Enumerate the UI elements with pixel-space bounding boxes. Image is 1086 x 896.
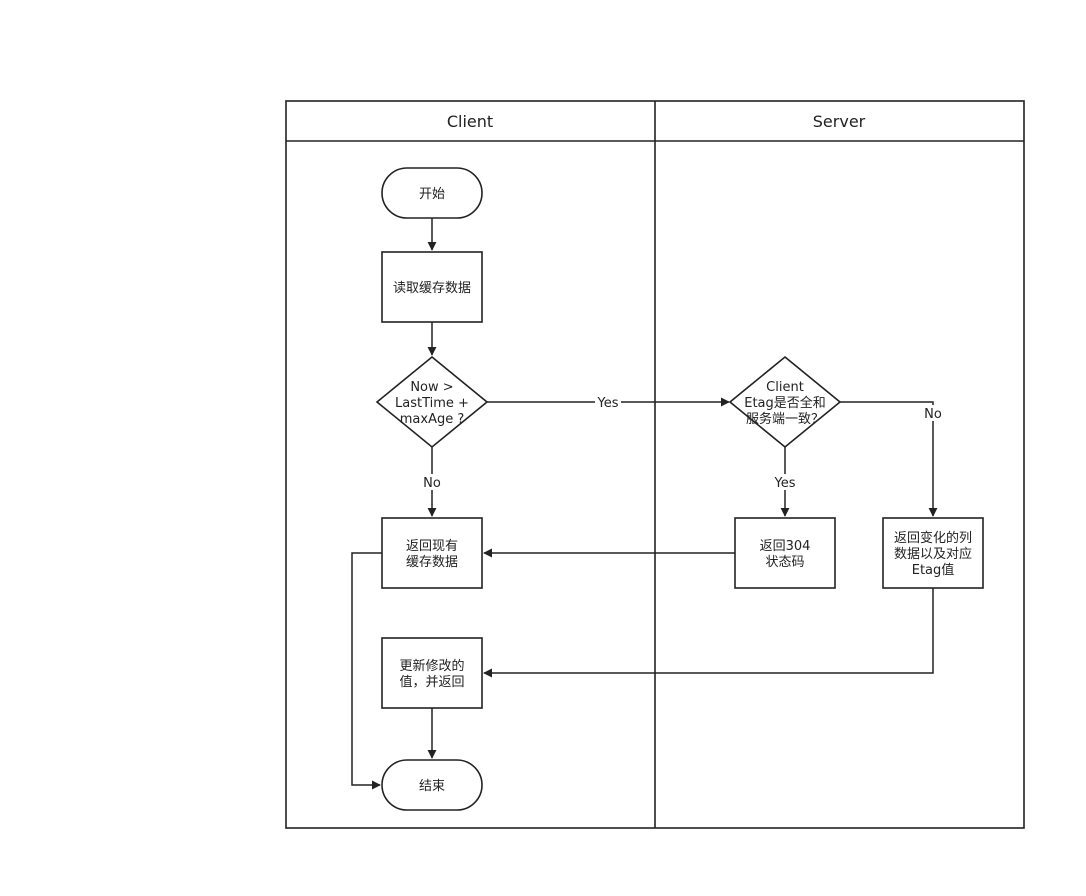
node-label: 读取缓存数据	[393, 281, 471, 296]
node-return-cache: 返回现有 缓存数据	[381, 517, 483, 589]
node-label-line-3: Etag值	[912, 562, 955, 578]
node-end: 结束	[381, 759, 483, 811]
edge-label-text: Yes	[597, 396, 619, 411]
node-check-etag: Client Etag是否全和 服务端一致？	[728, 355, 842, 449]
node-label-line-3: 服务端一致？	[746, 411, 824, 427]
edge-etag-no	[839, 401, 938, 517]
swimlane-frame: Client Server	[285, 100, 1025, 829]
terminator-shape	[381, 759, 483, 811]
process-shape	[734, 517, 836, 589]
node-return-304: 返回304 状态码	[734, 517, 836, 589]
terminator-shape	[381, 167, 483, 219]
node-label: 结束	[419, 779, 445, 794]
edge-return-cache-to-end	[351, 552, 382, 790]
node-label-line-1: 返回304	[760, 539, 811, 554]
node-label-line-2: 缓存数据	[406, 555, 458, 570]
lane-title-client: Client	[447, 112, 493, 131]
edge-label-check-age-no: No	[420, 474, 444, 491]
decision-shape	[728, 355, 842, 449]
node-label-line-1: 返回变化的列	[894, 530, 972, 546]
edge-labels: Yes No Yes No	[420, 394, 945, 491]
edge-label-etag-no: No	[921, 405, 945, 422]
node-label-line-2: 数据以及对应	[894, 546, 972, 562]
edge-changed-to-update	[483, 588, 934, 678]
node-label: 开始	[419, 187, 445, 202]
node-update: 更新修改的 值，并返回	[381, 637, 483, 709]
node-read-cache: 读取缓存数据	[381, 251, 483, 323]
node-label-line-1: Now >	[410, 380, 453, 395]
edge-label-etag-yes: Yes	[771, 474, 799, 491]
node-return-changed: 返回变化的列 数据以及对应 Etag值	[882, 517, 984, 589]
node-label-line-3: maxAge ?	[400, 412, 465, 427]
lane-title-server: Server	[813, 112, 866, 131]
node-label-line-1: 更新修改的	[399, 658, 464, 674]
edge-label-text: No	[924, 407, 942, 422]
process-shape	[381, 517, 483, 589]
process-shape	[381, 251, 483, 323]
node-check-age: Now > LastTime + maxAge ?	[375, 355, 489, 449]
decision-shape	[375, 355, 489, 449]
node-start: 开始	[381, 167, 483, 219]
edge-label-text: Yes	[774, 476, 796, 491]
node-label-line-2: Etag是否全和	[744, 395, 826, 411]
edge-label-check-age-yes: Yes	[595, 394, 621, 411]
node-label-line-2: 值，并返回	[399, 674, 464, 690]
process-shape	[381, 637, 483, 709]
process-shape	[882, 517, 984, 589]
node-label-line-2: 状态码	[765, 555, 804, 570]
node-label-line-1: Client	[766, 380, 804, 395]
node-label-line-2: LastTime +	[395, 396, 469, 411]
node-label-line-1: 返回现有	[406, 539, 458, 554]
nodes: 开始 读取缓存数据 Now > LastTime + maxAge ? 返回现有…	[375, 167, 984, 811]
edge-label-text: No	[423, 476, 441, 491]
